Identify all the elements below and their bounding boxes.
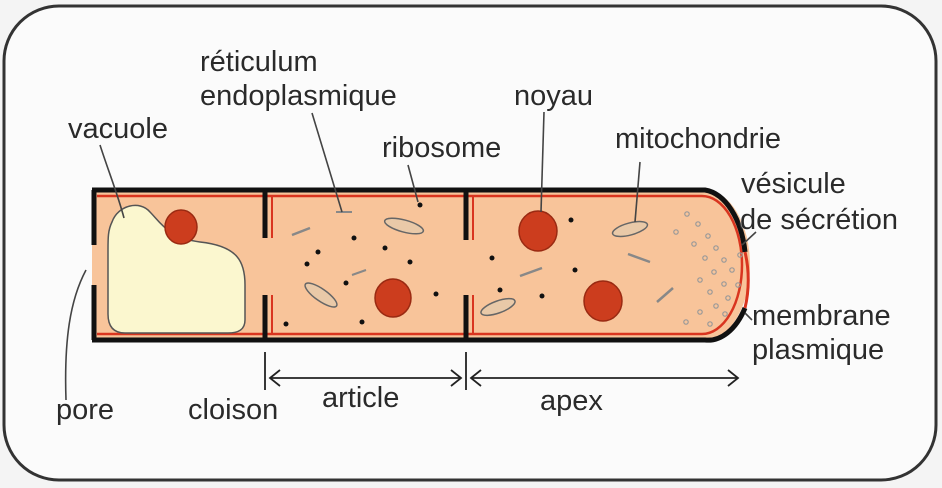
label-endoplasmique: endoplasmique [200,80,397,112]
label-apex: apex [540,385,603,417]
label-pore: pore [56,394,114,426]
label-article: article [322,382,399,414]
nucleus-4 [584,281,622,321]
nucleus-1 [165,210,197,244]
label-vacuole: vacuole [68,113,168,145]
nucleus-2 [375,279,411,317]
label-plasmique: plasmique [752,334,884,366]
label-membrane: membrane [752,300,891,332]
label-de-secretion: de sécrétion [740,204,898,236]
label-ribosome: ribosome [382,132,501,164]
label-mitochondrie: mitochondrie [615,123,781,155]
nucleus-3 [519,211,557,251]
label-vesicule: vésicule [741,168,846,200]
label-noyau: noyau [514,80,593,112]
label-reticulum: réticulum [200,46,318,78]
label-cloison: cloison [188,394,278,426]
